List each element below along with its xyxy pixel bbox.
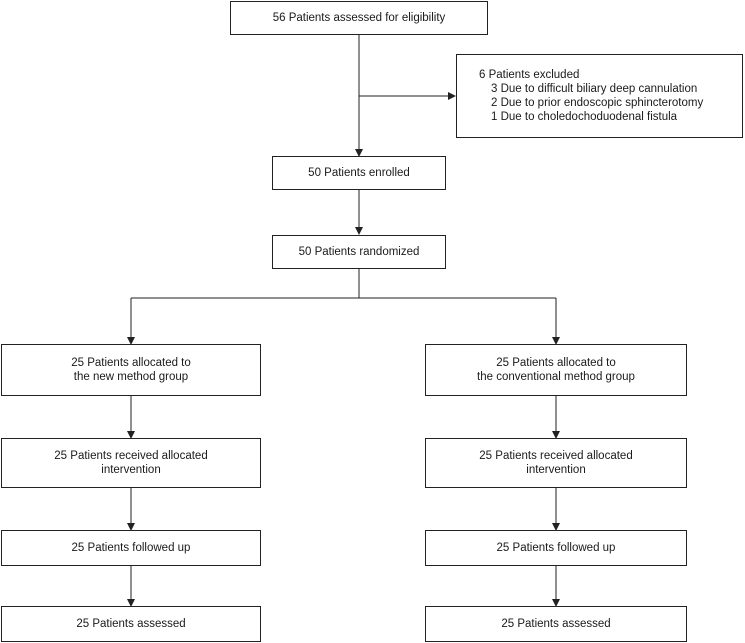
enrolled-text: 50 Patients enrolled xyxy=(308,167,410,179)
left-allocated-line1: 25 Patients allocated to xyxy=(71,357,191,369)
right-received-line2: intervention xyxy=(526,464,586,476)
right-received-line1: 25 Patients received allocated xyxy=(479,450,633,462)
left-allocated-box: 25 Patients allocated to the new method … xyxy=(1,344,261,396)
left-allocated-line2: the new method group xyxy=(73,371,189,383)
right-followed-box: 25 Patients followed up xyxy=(425,530,687,566)
left-received-line2: intervention xyxy=(101,464,161,476)
left-assessed-text: 25 Patients assessed xyxy=(76,618,186,630)
left-received-box: 25 Patients received allocated intervent… xyxy=(1,438,261,488)
left-assessed-box: 25 Patients assessed xyxy=(1,606,261,642)
right-allocated-line1: 25 Patients allocated to xyxy=(496,357,616,369)
left-followed-box: 25 Patients followed up xyxy=(1,530,261,566)
right-assessed-text: 25 Patients assessed xyxy=(501,618,611,630)
assessed-for-eligibility-text: 56 Patients assessed for eligibility xyxy=(272,12,446,24)
assessed-for-eligibility-box: 56 Patients assessed for eligibility xyxy=(230,1,488,35)
excluded-reason-sphincterotomy: 2 Due to prior endoscopic sphincterotomy xyxy=(491,97,704,109)
excluded-reason-cannulation: 3 Due to difficult biliary deep cannulat… xyxy=(491,83,698,95)
randomized-box: 50 Patients randomized xyxy=(272,235,446,269)
right-received-box: 25 Patients received allocated intervent… xyxy=(425,438,687,488)
excluded-title: 6 Patients excluded xyxy=(479,69,580,81)
excluded-reason-fistula: 1 Due to choledochoduodenal fistula xyxy=(491,111,678,123)
excluded-box: 6 Patients excluded 3 Due to difficult b… xyxy=(456,54,743,138)
right-assessed-box: 25 Patients assessed xyxy=(425,606,687,642)
randomized-text: 50 Patients randomized xyxy=(298,246,420,258)
right-followed-text: 25 Patients followed up xyxy=(496,542,616,554)
enrolled-box: 50 Patients enrolled xyxy=(272,156,446,190)
left-received-line1: 25 Patients received allocated xyxy=(54,450,208,462)
right-allocated-box: 25 Patients allocated to the conventiona… xyxy=(425,344,687,396)
right-allocated-line2: the conventional method group xyxy=(477,371,635,383)
left-followed-text: 25 Patients followed up xyxy=(71,542,191,554)
